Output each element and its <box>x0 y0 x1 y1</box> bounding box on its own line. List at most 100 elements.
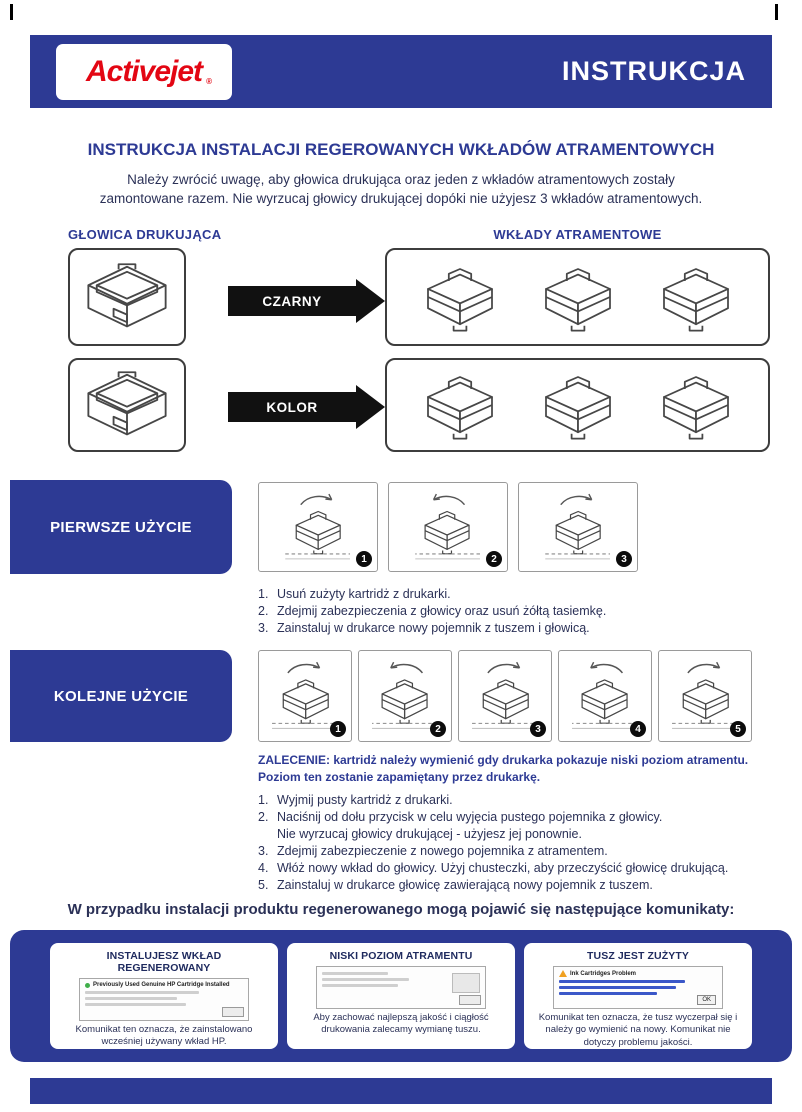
replacement-notice-line: ZALECENIE: kartridż należy wymienić gdy … <box>258 753 749 767</box>
first-use-step-illustration: 1 <box>258 482 378 572</box>
arrow-kolor: KOLOR <box>228 392 356 422</box>
step-sketch-illustration <box>521 492 634 562</box>
step-text: Zainstaluj w drukarce głowicę zawierając… <box>277 878 653 892</box>
genuine-hp-icon <box>85 982 90 988</box>
first-use-step-illustration: 3 <box>518 482 638 572</box>
next-use-illustrations: 1 2 3 4 5 <box>258 650 752 742</box>
dialog-text-line <box>85 1003 187 1006</box>
cartridges-box-black <box>385 248 770 346</box>
cartridge-illustration <box>544 376 611 440</box>
step-text: Włóż nowy wkład do głowicy. Użyj chustec… <box>277 861 729 875</box>
brand-logo-text: Activejet <box>85 54 203 88</box>
dialog-ok-button: OK <box>697 995 716 1005</box>
cartridge-illustration <box>662 376 729 440</box>
message-card-title: INSTALUJESZ WKŁAD REGENEROWANY <box>106 950 222 974</box>
step-text: Zdejmij zabezpieczenie z nowego pojemnik… <box>277 844 608 858</box>
dialog-text-line <box>322 972 389 975</box>
arrow-kolor-label: KOLOR <box>266 399 318 415</box>
step-text: Zdejmij zabezpieczenia z głowicy oraz us… <box>277 604 607 618</box>
step-number-badge: 1 <box>356 551 372 567</box>
step-item: 1. Wyjmij pusty kartridż z drukarki. <box>258 792 788 809</box>
step-number-badge: 1 <box>330 721 346 737</box>
cartridges-box-color <box>385 358 770 452</box>
step-number: 1. <box>258 793 269 807</box>
replacement-notice: ZALECENIE: kartridż należy wymienić gdy … <box>258 752 788 786</box>
cartridge-illustration <box>662 268 729 332</box>
step-item: 4. Włóż nowy wkład do głowicy. Użyj chus… <box>258 860 788 877</box>
brand-logo-box: Activejet® <box>56 43 232 100</box>
message-card-regenerated: INSTALUJESZ WKŁAD REGENEROWANY Previousl… <box>50 943 278 1049</box>
printhead-illustration <box>87 263 167 328</box>
arrow-czarny: CZARNY <box>228 286 356 316</box>
step-number: 2. <box>258 604 269 618</box>
step-number-badge: 3 <box>530 721 546 737</box>
crop-mark-top-left <box>10 4 13 20</box>
dialog-text-line <box>559 986 676 989</box>
dialog-header: Previously Used Genuine HP Cartridge Ins… <box>85 982 243 988</box>
printhead-column-label: GŁOWICA DRUKUJĄCA <box>68 227 222 242</box>
step-text: Naciśnij od dołu przycisk w celu wyjęcia… <box>277 810 663 824</box>
step-item: 2. Naciśnij od dołu przycisk w celu wyję… <box>258 809 788 826</box>
step-item: 3. Zdejmij zabezpieczenie z nowego pojem… <box>258 843 788 860</box>
step-number: 1. <box>258 587 269 601</box>
cartridge-illustration <box>426 268 493 332</box>
next-use-step-illustration: 5 <box>658 650 752 742</box>
dialog-ok-button <box>222 1007 244 1017</box>
step-text: Usuń zużyty kartridż z drukarki. <box>277 587 451 601</box>
next-use-title: KOLEJNE UŻYCIE <box>53 687 189 705</box>
next-use-steps: 1. Wyjmij pusty kartridż z drukarki. 2. … <box>258 792 788 894</box>
first-use-illustrations: 1 2 3 <box>258 482 638 572</box>
message-card-caption: Komunikat ten oznacza, że tusz wyczerpał… <box>538 1012 738 1048</box>
message-card-low-ink: NISKI POZIOM ATRAMENTU Aby zachować najl… <box>287 943 515 1049</box>
dialog-ok-button <box>459 995 481 1005</box>
messages-panel: INSTALUJESZ WKŁAD REGENEROWANY Previousl… <box>10 930 792 1062</box>
dialog-text-line <box>85 991 199 994</box>
replacement-notice-line: Poziom ten zostanie zapamiętany przez dr… <box>258 769 541 784</box>
header-bar: Activejet® INSTRUKCJA <box>30 35 772 108</box>
step-item: 2. Zdejmij zabezpieczenia z głowicy oraz… <box>258 603 778 620</box>
next-use-step-illustration: 2 <box>358 650 452 742</box>
step-item-note: Nie wyrzucaj głowicy drukującej - użyjes… <box>258 826 788 843</box>
step-number: 3. <box>258 844 269 858</box>
crop-mark-top-right <box>775 4 778 20</box>
step-text: Zainstaluj w drukarce nowy pojemnik z tu… <box>277 621 590 635</box>
printhead-box-black <box>68 248 186 346</box>
step-sketch-illustration <box>391 492 504 562</box>
arrow-czarny-label: CZARNY <box>262 293 322 309</box>
first-use-steps: 1. Usuń zużyty kartridż z drukarki. 2. Z… <box>258 586 778 637</box>
step-number: 2. <box>258 810 269 824</box>
first-use-step-illustration: 2 <box>388 482 508 572</box>
message-card-title: NISKI POZIOM ATRAMENTU <box>329 950 473 962</box>
step-number: 3. <box>258 621 269 635</box>
warning-icon <box>559 970 567 977</box>
step-number-badge: 2 <box>486 551 502 567</box>
intro-paragraph: Należy zwrócić uwagę, aby głowica drukuj… <box>99 172 703 207</box>
dialog-text-line <box>322 978 409 981</box>
step-sketch-illustration <box>261 492 374 562</box>
step-number-badge: 2 <box>430 721 446 737</box>
first-use-title: PIERWSZE UŻYCIE <box>50 518 192 536</box>
cartridge-illustration <box>426 376 493 440</box>
message-card-caption: Komunikat ten oznacza, że zainstalowano … <box>75 1024 253 1048</box>
dialog-text-line <box>322 984 398 987</box>
next-use-step-illustration: 4 <box>558 650 652 742</box>
cartridge-illustration <box>544 268 611 332</box>
next-use-section-header: KOLEJNE UŻYCIE <box>10 650 232 742</box>
dialog-title-text: Ink Cartridges Problem <box>570 970 637 977</box>
intro-heading: INSTRUKCJA INSTALACJI REGEROWANYCH WKŁAD… <box>87 140 715 159</box>
step-number-badge: 3 <box>616 551 632 567</box>
step-number: 4. <box>258 861 269 875</box>
dialog-text-line <box>559 980 686 983</box>
dialog-text-line <box>85 997 177 1000</box>
printhead-box-color <box>68 358 186 452</box>
message-card-caption: Aby zachować najlepszą jakość i ciągłość… <box>313 1012 489 1036</box>
messages-heading: W przypadku instalacji produktu regenero… <box>67 901 735 918</box>
dialog-title-text: Previously Used Genuine HP Cartridge Ins… <box>93 982 230 988</box>
message-card-title: TUSZ JEST ZUŻYTY <box>587 950 689 962</box>
brand-logo: Activejet® <box>85 54 212 89</box>
dialog-header: Ink Cartridges Problem <box>559 970 717 977</box>
next-use-step-illustration: 1 <box>258 650 352 742</box>
cartridge-thumbnail-image <box>452 973 480 993</box>
first-use-section-header: PIERWSZE UŻYCIE <box>10 480 232 574</box>
